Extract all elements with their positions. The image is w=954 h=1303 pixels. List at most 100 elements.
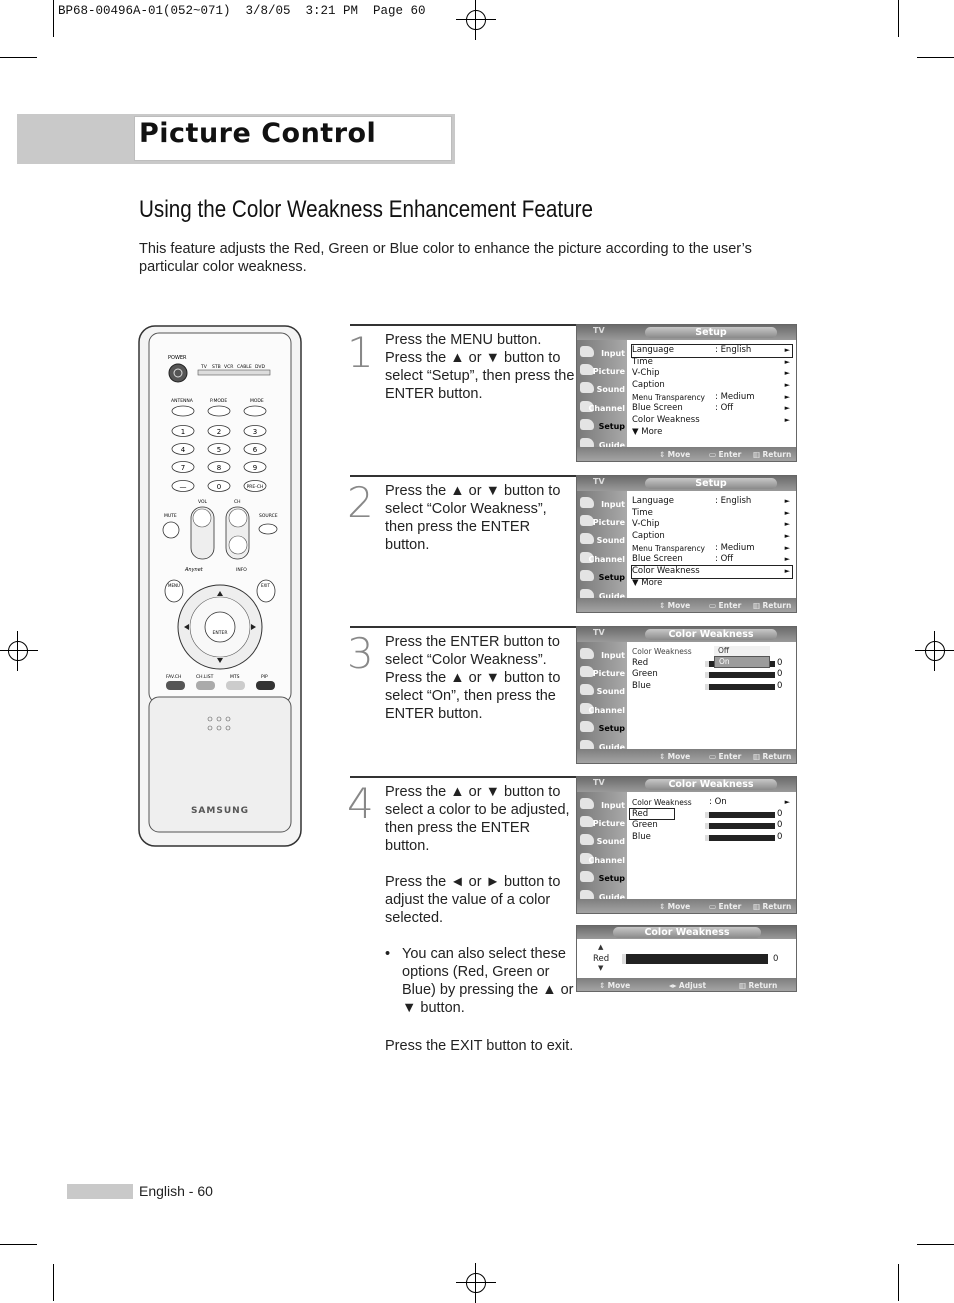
arrow-right-icon: ►: [784, 346, 790, 354]
setup-icon: [580, 721, 594, 732]
svg-text:TV: TV: [200, 364, 208, 370]
svg-text:CH: CH: [234, 499, 241, 505]
number-keypad: [171, 425, 267, 492]
svg-text:9: 9: [253, 464, 257, 472]
green-level-bar: [705, 672, 775, 679]
print-header: BP68-00496A-01(052~071) 3/8/05 3:21 PM P…: [58, 4, 426, 18]
input-icon: [580, 346, 594, 357]
arrow-right-icon: ►: [784, 497, 790, 505]
arrow-right-icon: ►: [784, 369, 790, 378]
svg-text:CABLE: CABLE: [237, 364, 252, 370]
color-weakness-dropdown: Off On: [714, 646, 770, 668]
svg-text:7: 7: [181, 464, 185, 472]
sound-icon: [580, 834, 594, 845]
crop-mark: [917, 1244, 954, 1245]
svg-text:EXIT: EXIT: [261, 583, 270, 588]
setup-icon: [580, 419, 594, 430]
page-number: English - 60: [139, 1183, 213, 1199]
mute-button-icon: [162, 521, 180, 539]
arrow-right-icon: ►: [784, 798, 790, 806]
section-title: Picture Control: [139, 118, 377, 149]
arrow-right-icon: ►: [784, 392, 790, 401]
osd-red-adjust-bar: Color Weakness ▲ Red ▼ 0 ⇕ Move◂▸ Adjust…: [576, 925, 797, 992]
arrow-right-icon: ►: [784, 508, 790, 517]
brand-logo: SAMSUNG: [191, 806, 249, 816]
input-icon: [580, 497, 594, 508]
svg-text:PRE-CH: PRE-CH: [247, 484, 264, 490]
step-number: 4: [347, 779, 374, 828]
power-label: POWER: [168, 355, 187, 361]
svg-text:1: 1: [181, 428, 185, 436]
svg-text:DVD: DVD: [255, 364, 265, 370]
registration-mark-icon: [456, 1263, 496, 1303]
step-1-text: Press the MENU button. Press the ▲ or ▼ …: [385, 332, 575, 402]
guide-icon: [580, 589, 594, 600]
step-3-text: Press the ENTER button to select “Color …: [385, 634, 561, 722]
svg-text:4: 4: [181, 446, 186, 454]
setup-icon: [580, 871, 594, 882]
channel-icon: [580, 552, 594, 563]
arrow-right-icon: ►: [784, 357, 790, 366]
svg-text:2: 2: [217, 428, 221, 436]
svg-text:5: 5: [217, 446, 221, 454]
arrow-right-icon: ►: [784, 520, 790, 529]
power-button-icon: [168, 363, 188, 383]
picture-icon: [580, 515, 594, 526]
input-icon: [580, 798, 594, 809]
svg-text:CH.LIST: CH.LIST: [196, 674, 214, 680]
svg-text:0: 0: [217, 483, 221, 491]
step-number: 3: [347, 629, 374, 678]
svg-text:MODE: MODE: [250, 398, 264, 404]
source-button-icon: [258, 523, 278, 535]
intro-paragraph: This feature adjusts the Red, Green or B…: [139, 241, 752, 275]
svg-text:6: 6: [253, 446, 258, 454]
arrow-right-icon: ►: [784, 543, 790, 552]
setup-icon: [580, 570, 594, 581]
arrow-down-icon: ▼: [598, 964, 604, 972]
svg-text:SOURCE: SOURCE: [259, 513, 278, 519]
registration-mark-icon: [915, 631, 954, 671]
svg-text:Anynet: Anynet: [184, 567, 204, 573]
menu-button-icon: [164, 579, 184, 603]
blue-level-bar: [705, 684, 775, 691]
svg-text:8: 8: [217, 464, 221, 472]
page-subtitle: Using the Color Weakness Enhancement Fea…: [139, 196, 593, 223]
top-buttons: [171, 405, 267, 417]
input-icon: [580, 648, 594, 659]
exit-button-icon: [256, 579, 276, 603]
picture-icon: [580, 364, 594, 375]
svg-text:VCR: VCR: [224, 364, 233, 370]
registration-mark-icon: [456, 0, 496, 40]
svg-text:MENU: MENU: [168, 583, 180, 588]
osd-sidebar: Input Picture Sound Channel Setup Guide: [577, 340, 627, 450]
title-box: [134, 116, 452, 161]
svg-text:P.MODE: P.MODE: [210, 398, 227, 404]
svg-text:3: 3: [253, 428, 257, 436]
guide-icon: [580, 890, 594, 901]
enter-button-icon: [204, 611, 236, 643]
channel-icon: [580, 703, 594, 714]
svg-text:VOL: VOL: [198, 499, 208, 505]
arrow-right-icon: ►: [784, 567, 790, 576]
sound-icon: [580, 382, 594, 393]
arrow-right-icon: ►: [784, 381, 790, 390]
step-number: 2: [347, 478, 374, 527]
svg-text:FAV.CH: FAV.CH: [166, 674, 181, 680]
arrow-right-icon: ►: [784, 404, 790, 413]
step-divider: [350, 776, 576, 778]
svg-text:MUTE: MUTE: [164, 513, 177, 519]
remote-control-illustration: POWER TV STB VCR CABLE DVD ANTENNA P.MOD…: [138, 325, 302, 847]
crop-mark: [917, 57, 954, 58]
osd-sidebar: Input Picture Sound Channel Setup Guide: [577, 792, 627, 902]
red-level-bar: [705, 811, 775, 818]
blue-level-bar: [705, 835, 775, 842]
registration-mark-icon: [0, 631, 38, 671]
arrow-right-icon: ►: [784, 416, 790, 425]
crop-mark: [0, 1244, 37, 1245]
red-adjust-bar: [622, 954, 768, 964]
step-2-text: Press the ▲ or ▼ button to select “Color…: [385, 483, 561, 553]
svg-text:ENTER: ENTER: [213, 630, 228, 636]
svg-text:—: —: [180, 483, 187, 491]
